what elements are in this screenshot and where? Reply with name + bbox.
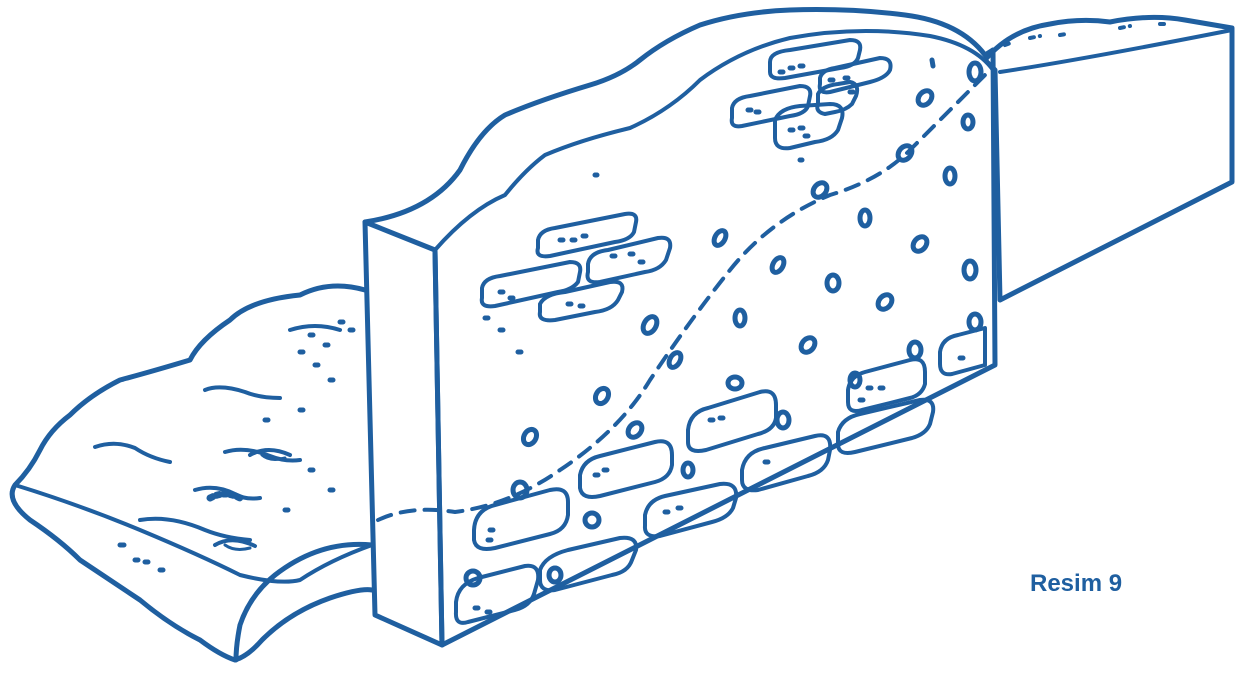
wall-top-edge <box>362 7 996 225</box>
brick-cluster-upper <box>729 38 893 151</box>
seepage-line <box>376 68 992 522</box>
front-slab-top-edge <box>233 541 375 663</box>
brick-course-bottom <box>453 326 987 625</box>
wall-top-inner <box>433 29 995 252</box>
back-block-outline <box>982 14 1235 303</box>
front-slab-side <box>13 483 374 584</box>
wall-specks <box>482 57 936 355</box>
pebbles <box>463 60 984 588</box>
brick-cluster-middle <box>479 211 673 323</box>
front-slab-outline <box>9 283 375 663</box>
wall-side-face <box>362 219 445 648</box>
back-block-texture <box>1003 22 1170 47</box>
figure-caption: Resim 9 <box>1030 570 1123 597</box>
back-block-top-edge <box>998 28 1234 74</box>
